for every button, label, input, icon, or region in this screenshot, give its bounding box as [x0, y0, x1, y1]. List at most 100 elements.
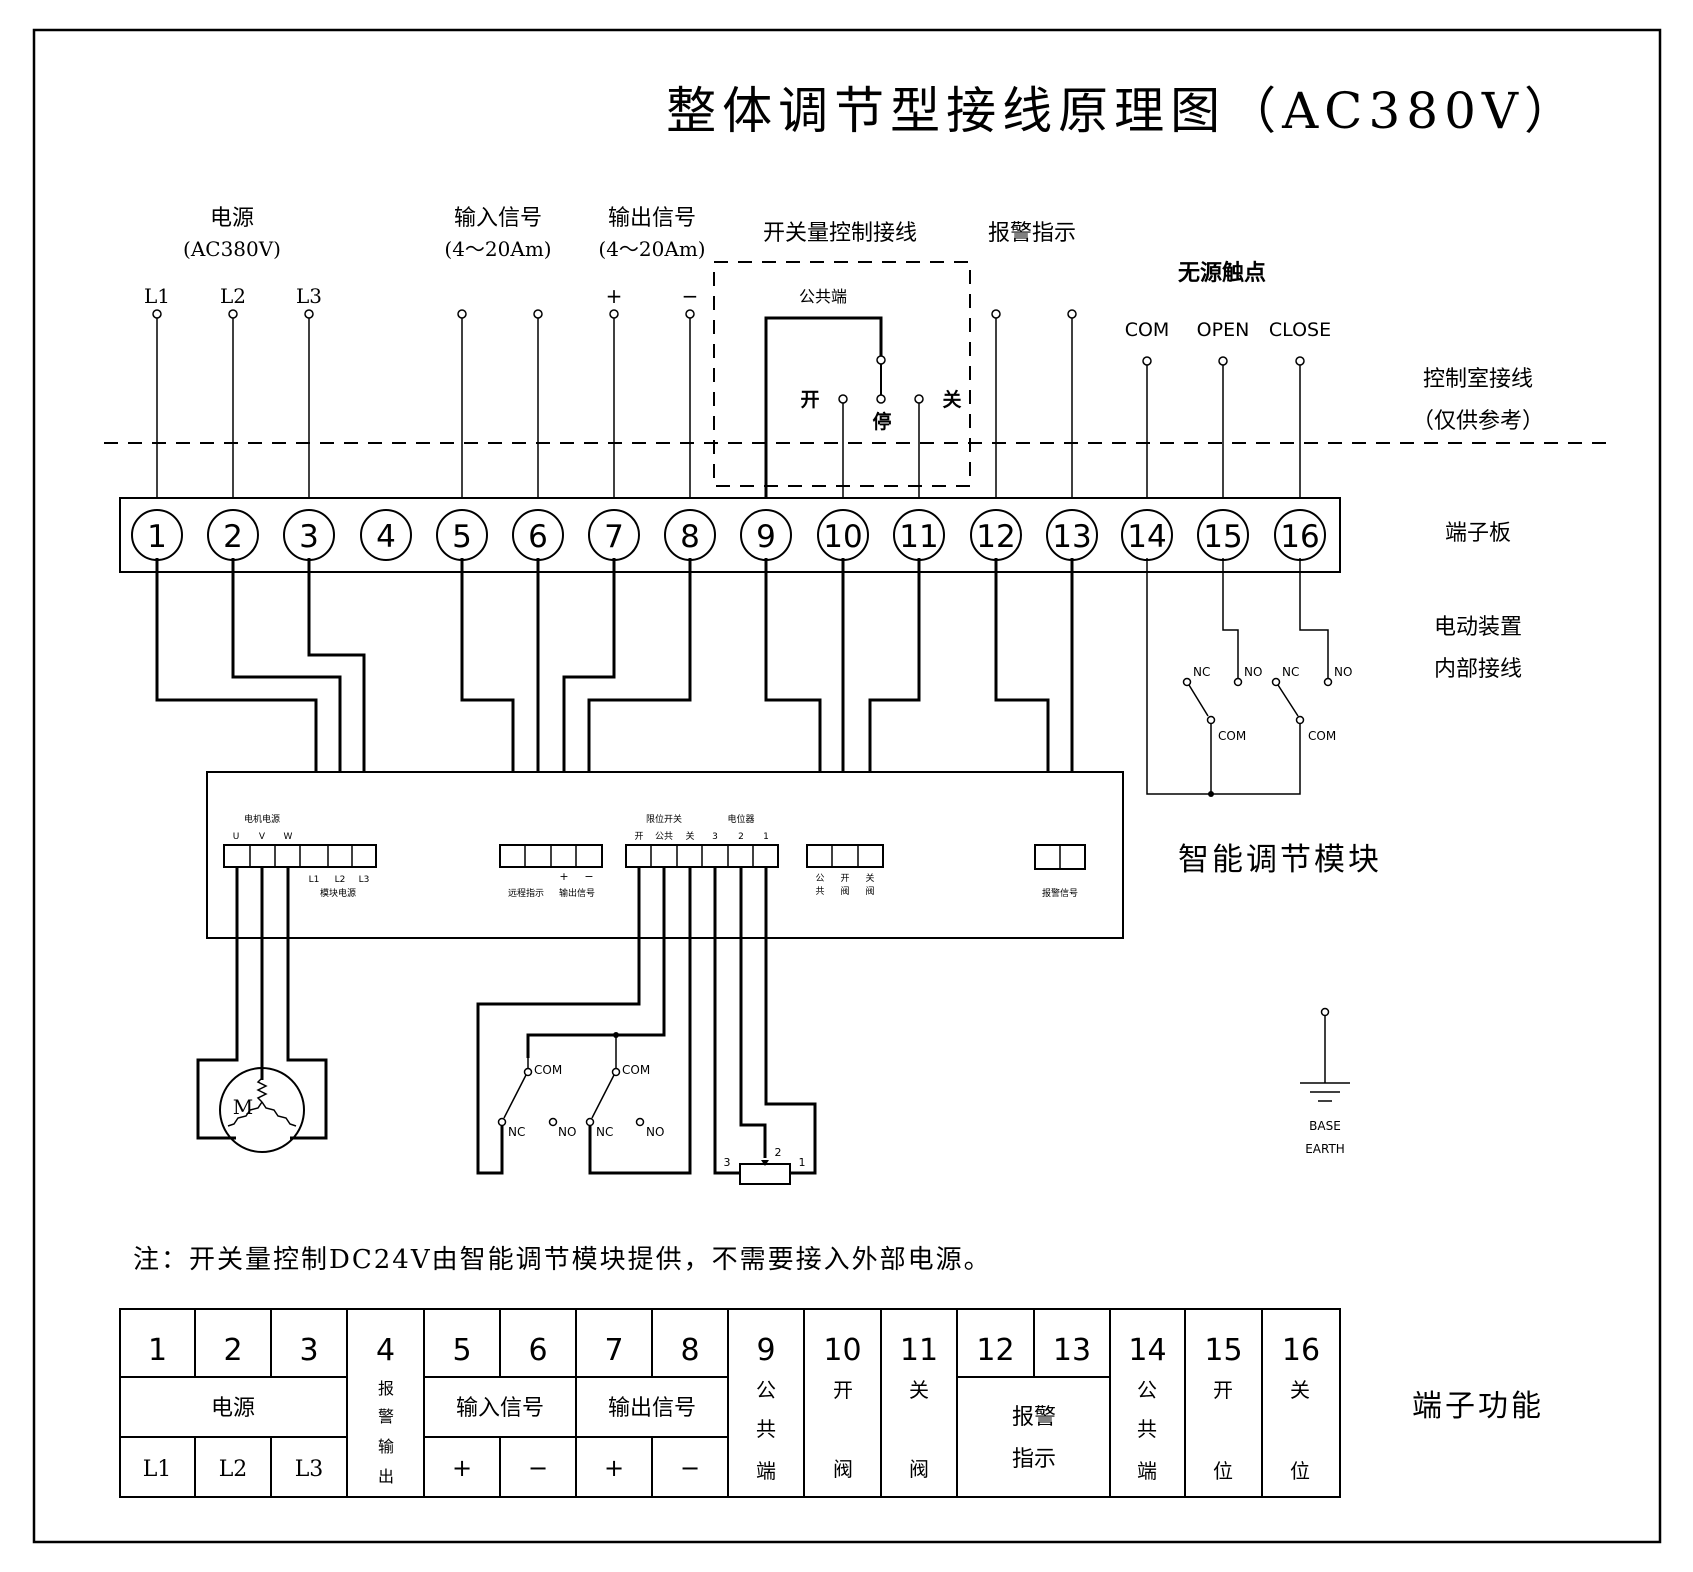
terminal-number: 5	[452, 519, 472, 555]
pot-label-2: 2	[775, 1146, 782, 1159]
table-alarm-output-3: 输	[378, 1437, 394, 1456]
input-signal-label: 输入信号	[454, 206, 542, 231]
table-common14-3: 端	[1137, 1459, 1157, 1483]
terminal-number: 13	[1052, 519, 1091, 555]
table-common-3: 端	[756, 1459, 776, 1483]
terminal-number: 9	[756, 519, 776, 555]
pot-label-1: 1	[799, 1156, 806, 1169]
module-output-signal-label: 输出信号	[559, 887, 595, 899]
u-label: U	[233, 832, 240, 842]
table-output-signal: 输出信号	[608, 1396, 696, 1421]
motor-label: M	[233, 1095, 253, 1119]
table-alarm-output-1: 报	[378, 1379, 394, 1398]
terminal-number: 1	[147, 519, 167, 555]
power-label: 电源	[210, 206, 254, 231]
table-open-valve-1: 开	[833, 1378, 853, 1402]
table-l3: L3	[295, 1457, 324, 1482]
terminal-4	[360, 509, 412, 561]
table-common14-1: 公	[1137, 1378, 1157, 1402]
terminal-number: 11	[899, 519, 938, 555]
pot-term-2: 2	[738, 832, 744, 842]
limit-com-1: COM	[534, 1063, 562, 1077]
limit-nc-2: NC	[596, 1125, 613, 1139]
table-number: 15	[1204, 1333, 1242, 1368]
valve-term-close-top: 关	[865, 872, 874, 884]
table-number: 12	[976, 1333, 1014, 1368]
table-number: 16	[1282, 1333, 1320, 1368]
common-end-label: 公共端	[799, 287, 847, 306]
terminal-number: 8	[680, 519, 700, 555]
pot-term-3: 3	[712, 832, 718, 842]
limit-no-1: NO	[558, 1125, 576, 1139]
table-number: 3	[299, 1333, 318, 1368]
section-headers: 电源 (AC380V) 输入信号 (4～20Am) 输出信号 (4～20Am) …	[183, 206, 1266, 286]
terminal-number: 3	[299, 519, 319, 555]
output-signal-sub-label: (4～20Am)	[598, 237, 705, 261]
open-label: 开	[800, 389, 819, 411]
table-input-signal: 输入信号	[456, 1396, 544, 1421]
table-number: 8	[680, 1333, 699, 1368]
pot-term-1: 1	[763, 832, 769, 842]
relay-no-2: NO	[1334, 665, 1352, 679]
terminal-number: 2	[223, 519, 243, 555]
motor: M	[196, 867, 328, 1153]
table-number: 5	[452, 1333, 471, 1368]
module-label: 智能调节模块	[1178, 842, 1382, 878]
output-signal-label: 输出信号	[608, 206, 696, 231]
top-terminal-labels: L1 L2 L3 + − COM OPEN CLOSE	[144, 284, 1331, 341]
terminal-number: 4	[376, 519, 396, 555]
table-close-valve-1: 关	[909, 1378, 929, 1402]
table-common-1: 公	[756, 1378, 776, 1402]
table-l2: L2	[219, 1457, 248, 1482]
table-common14-2: 共	[1137, 1417, 1157, 1441]
input-signal-sub-label: (4～20Am)	[444, 237, 551, 261]
table-number: 10	[823, 1333, 861, 1368]
table-number: 13	[1053, 1333, 1091, 1368]
terminal-board-label: 端子板	[1445, 521, 1511, 546]
close-label: 关	[942, 388, 961, 411]
terminal-number: 10	[823, 519, 862, 555]
table-sign-5: +	[452, 1454, 472, 1482]
label-L1: L1	[144, 284, 170, 308]
relay-nc-1: NC	[1193, 665, 1210, 679]
table-open-pos-2: 位	[1213, 1459, 1233, 1483]
stop-label: 停	[872, 410, 891, 433]
limit-com-2: COM	[622, 1063, 650, 1077]
earth-earth-label: EARTH	[1305, 1142, 1345, 1156]
pot-label-3: 3	[724, 1156, 731, 1169]
table-sign-8: −	[680, 1454, 700, 1482]
label-plus: +	[606, 284, 623, 308]
potentiometer-label: 电位器	[727, 813, 754, 825]
table-l1: L1	[143, 1457, 172, 1482]
limit-term-close: 关	[685, 830, 694, 842]
terminal-number: 15	[1203, 519, 1242, 555]
table-alarm-output-2: 警	[378, 1407, 394, 1426]
l2-module-label: L2	[335, 875, 346, 885]
table-close-valve-2: 阀	[909, 1457, 929, 1481]
table-number: 7	[604, 1333, 623, 1368]
passive-contact-relays: 电动装置 内部接线 NC NO NC NO COM COM	[1146, 558, 1522, 797]
v-label: V	[259, 832, 266, 842]
limit-switches: COM COM NC NO NC NO	[476, 867, 692, 1175]
power-sub-label: (AC380V)	[183, 237, 281, 261]
earth-symbol: BASE EARTH	[1300, 1007, 1350, 1156]
limit-term-open: 开	[634, 831, 643, 842]
internal-label-2: 内部接线	[1434, 657, 1522, 682]
l1-module-label: L1	[309, 875, 320, 885]
module-minus-label: −	[584, 870, 593, 883]
label-close: CLOSE	[1269, 319, 1331, 341]
control-room-label: 控制室接线	[1423, 367, 1533, 392]
table-number: 6	[528, 1333, 547, 1368]
valve-term-common-top: 公	[815, 873, 824, 884]
internal-label-1: 电动装置	[1434, 615, 1522, 640]
table-sign-7: +	[604, 1454, 624, 1482]
table-number: 11	[900, 1333, 938, 1368]
table-alarm-output-4: 出	[378, 1467, 394, 1486]
control-room-wires	[152, 309, 1305, 512]
table-close-pos-2: 位	[1290, 1459, 1310, 1483]
table-number: 14	[1128, 1333, 1166, 1368]
limit-no-2: NO	[646, 1125, 664, 1139]
